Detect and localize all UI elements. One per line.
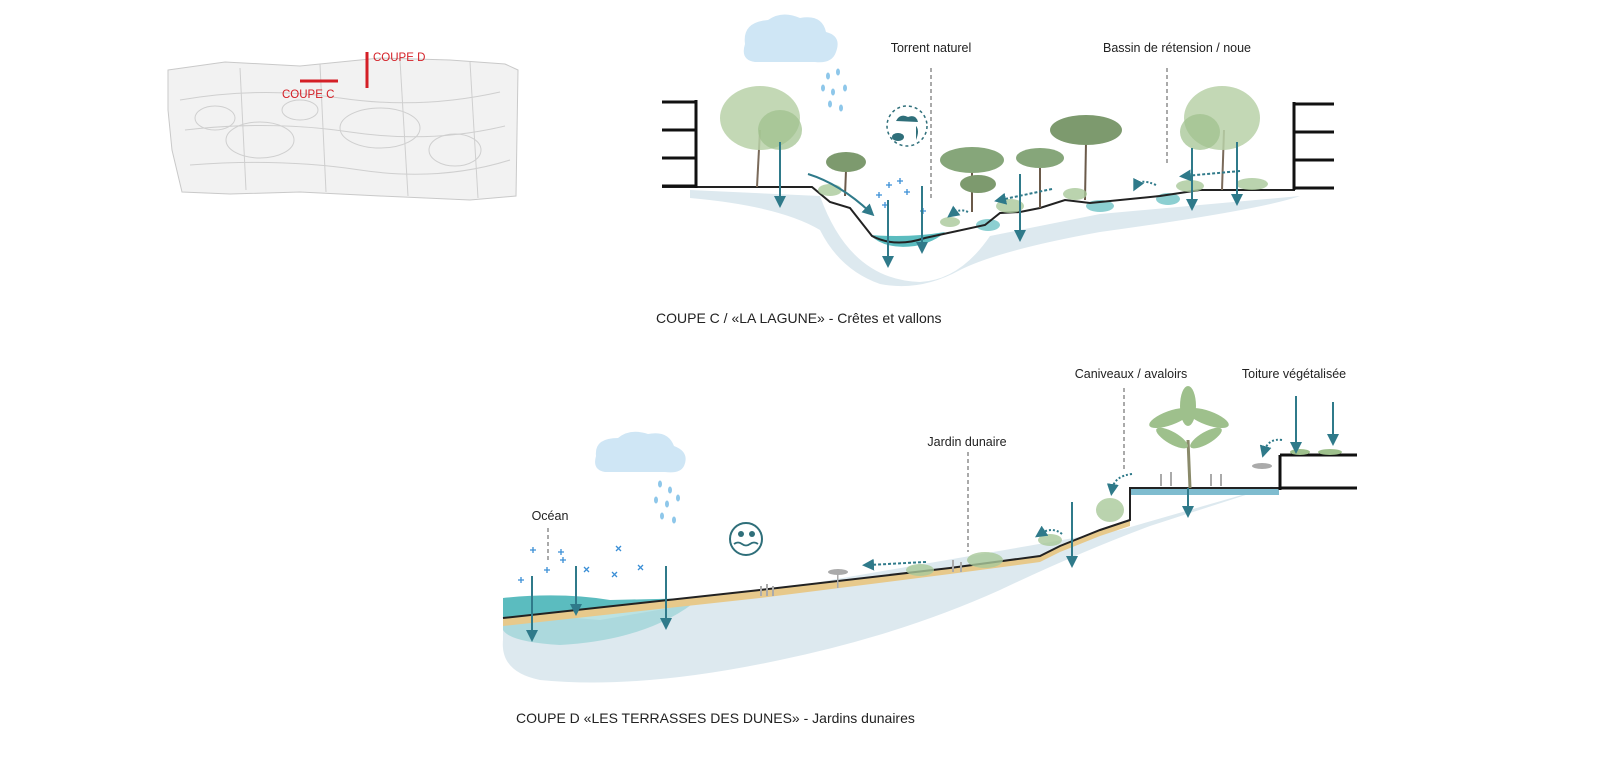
tree-c-1 (720, 86, 802, 188)
building-left (662, 100, 698, 188)
key-plan-site-map (167, 57, 519, 201)
beach-figures (760, 463, 1272, 596)
infiltration-zone-d (502, 484, 1280, 683)
coupe-c-label: COUPE C (282, 89, 334, 101)
dune-shrubs (906, 498, 1124, 576)
noue-water-1 (976, 219, 1000, 231)
section-c-caption: COUPE C / «LA LAGUNE» - Crêtes et vallon… (656, 310, 942, 326)
water-cycle-icon (886, 105, 928, 147)
tree-c-3 (940, 147, 1004, 212)
rain-cloud-d (595, 431, 686, 473)
caniveaux-label: Caniveaux / avaloirs (1075, 367, 1188, 381)
building-right (1292, 102, 1334, 190)
green-roof-building (1278, 453, 1357, 490)
torrent-label: Torrent naturel (891, 41, 972, 55)
terrain-profile-d (502, 487, 1280, 619)
toiture-label: Toiture végétalisée (1242, 367, 1346, 381)
key-plan-streets (179, 59, 511, 199)
section-c: Torrent naturel Bassin de rétension / no… (656, 14, 1334, 326)
sand-layer (503, 520, 1130, 626)
runoff-arrows-d (862, 438, 1283, 571)
ocean-sparkles (518, 545, 644, 583)
section-d: Océan Jardin dunaire Caniveaux / avaloir… (502, 367, 1357, 726)
runoff-arrows-c (807, 169, 1241, 218)
rain-drops (821, 68, 847, 112)
palm-tree (1149, 386, 1229, 489)
tree-c-6 (1180, 86, 1260, 191)
jardin-label: Jardin dunaire (927, 435, 1006, 449)
swimming-icon (729, 522, 763, 556)
rain-cloud (743, 14, 838, 63)
rain-sparkles-c (876, 178, 926, 214)
rain-drops-d (654, 480, 680, 524)
ocean-label: Océan (532, 509, 569, 523)
infiltration-arrows-d (526, 396, 1339, 642)
section-d-caption: COUPE D «LES TERRASSES DES DUNES» - Jard… (516, 710, 915, 726)
bassin-label: Bassin de rétension / noue (1103, 41, 1251, 55)
terrace-drain (1131, 489, 1279, 495)
key-plan: COUPE C COUPE D (167, 52, 519, 201)
tree-c-4 (1016, 148, 1064, 208)
coupe-d-label: COUPE D (373, 52, 425, 64)
infiltration-zone (690, 190, 1300, 287)
tree-c-5 (1050, 115, 1122, 201)
terrain-profile-c (662, 186, 1295, 244)
